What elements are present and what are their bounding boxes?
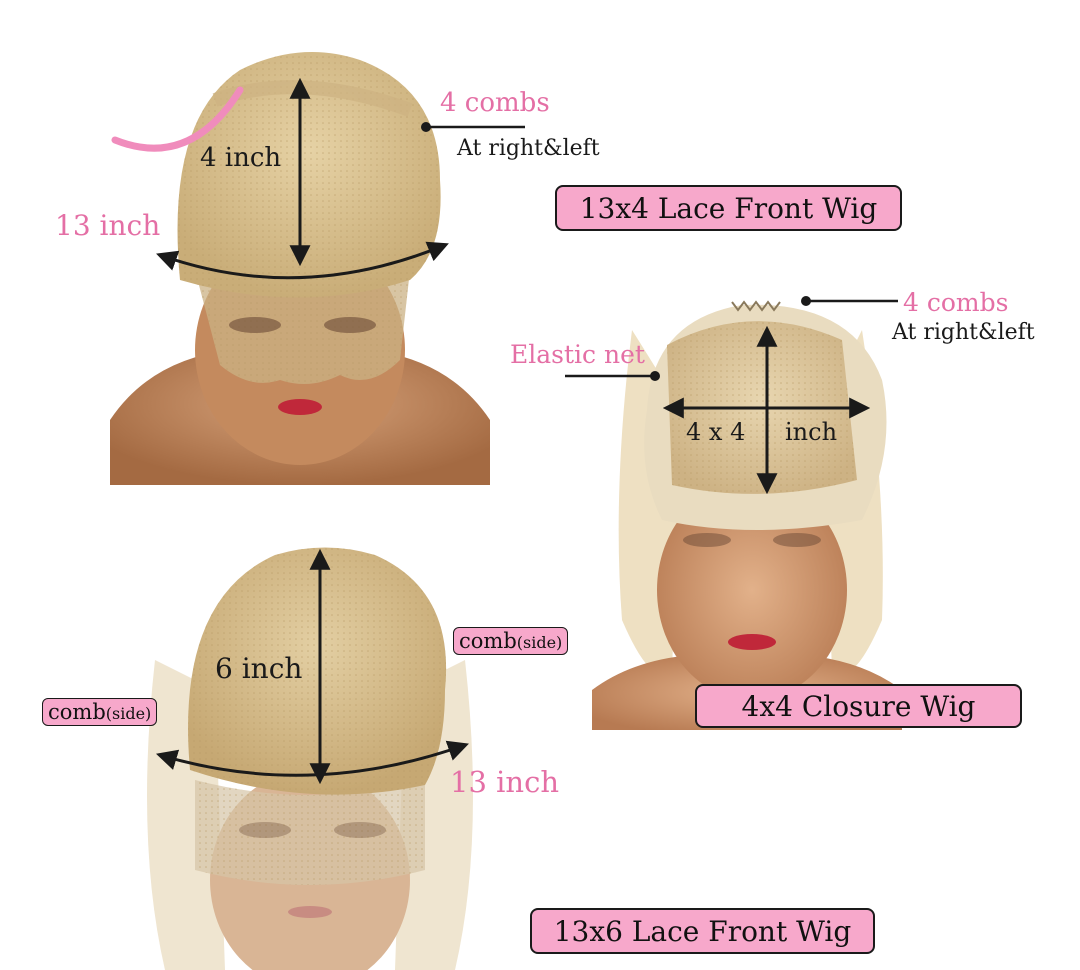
top-combs-position: At right&left	[457, 136, 600, 161]
closure-combs-position: At right&left	[892, 320, 1035, 345]
closure-size-right: inch	[785, 418, 838, 446]
wig-photo-13x6	[125, 540, 495, 970]
bottom-height-label: 6 inch	[215, 652, 303, 685]
comb-side: (side)	[105, 704, 152, 723]
comb-word: comb	[48, 700, 106, 724]
closure-size-left: 4 x 4	[686, 418, 746, 446]
top-height-label: 4 inch	[200, 143, 282, 173]
bottom-width-label: 13 inch	[450, 765, 559, 799]
closure-combs-label: 4 combs	[903, 288, 1009, 317]
top-combs-label: 4 combs	[440, 88, 550, 118]
wig-photo-13x4	[110, 30, 490, 485]
comb-side-right: comb(side)	[453, 627, 569, 656]
title-4x4: 4x4 Closure Wig	[695, 684, 1022, 728]
title-13x6: 13x6 Lace Front Wig	[530, 908, 875, 954]
comb-word: comb	[459, 629, 517, 653]
title-13x4: 13x4 Lace Front Wig	[555, 185, 902, 231]
comb-side: (side)	[516, 633, 563, 652]
comb-side-left: comb(side)	[42, 698, 158, 727]
closure-net-label: Elastic net	[510, 340, 645, 369]
top-width-label: 13 inch	[55, 209, 161, 242]
